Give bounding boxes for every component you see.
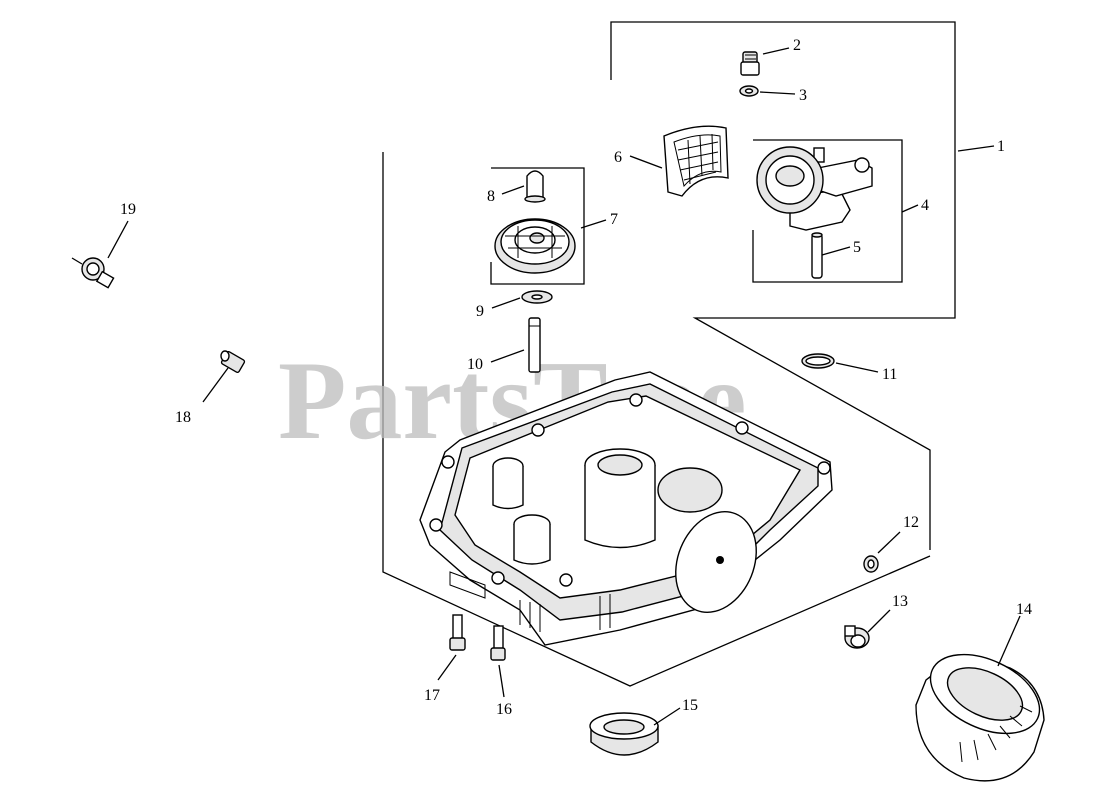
part-5-pin[interactable] <box>811 232 823 279</box>
callout-18[interactable]: 18 <box>175 409 191 426</box>
part-11-o-ring[interactable] <box>801 353 835 369</box>
part-14-oil-filter[interactable] <box>915 639 1052 782</box>
group-box-gear <box>490 167 585 285</box>
part-17-bolt[interactable] <box>449 614 466 651</box>
part-3-washer[interactable] <box>739 85 759 97</box>
oil-pan-housing[interactable] <box>419 371 833 646</box>
callout-17[interactable]: 17 <box>424 687 440 704</box>
part-13-drain-plug[interactable] <box>844 625 870 649</box>
part-15-oil-seal[interactable] <box>589 712 659 756</box>
part-10-shaft[interactable] <box>528 317 541 373</box>
callout-9[interactable]: 9 <box>476 303 484 320</box>
callout-12[interactable]: 12 <box>903 514 919 531</box>
group-box-oil-pan <box>382 152 931 687</box>
callout-14[interactable]: 14 <box>1016 601 1032 618</box>
callout-19[interactable]: 19 <box>120 201 136 218</box>
callout-15[interactable]: 15 <box>682 697 698 714</box>
part-8-cap[interactable] <box>524 170 546 203</box>
callout-10[interactable]: 10 <box>467 356 483 373</box>
callout-4[interactable]: 4 <box>921 197 929 214</box>
part-2-bolt[interactable] <box>740 51 760 76</box>
group-box-oil-pump-assembly <box>610 21 956 550</box>
part-12-plug[interactable] <box>863 555 879 573</box>
group-box-pump-body <box>752 139 903 283</box>
part-19-oil-pressure-switch[interactable] <box>71 257 115 289</box>
part-9-washer[interactable] <box>521 290 553 304</box>
part-6-oil-screen[interactable] <box>663 125 729 197</box>
callout-5[interactable]: 5 <box>853 239 861 256</box>
callout-labels: 1 2 3 4 5 6 7 8 9 10 11 12 13 14 15 16 1… <box>120 37 1032 718</box>
part-18-plug[interactable] <box>220 350 246 374</box>
callout-1[interactable]: 1 <box>997 138 1005 155</box>
callout-6[interactable]: 6 <box>614 149 622 166</box>
callout-7[interactable]: 7 <box>610 211 618 228</box>
callout-13[interactable]: 13 <box>892 593 908 610</box>
callout-16[interactable]: 16 <box>496 701 512 718</box>
part-4-oil-pump-body[interactable] <box>756 146 873 231</box>
callout-3[interactable]: 3 <box>799 87 807 104</box>
part-16-bolt[interactable] <box>490 625 506 661</box>
callout-2[interactable]: 2 <box>793 37 801 54</box>
callout-8[interactable]: 8 <box>487 188 495 205</box>
part-7-gear[interactable] <box>494 218 576 274</box>
leader-lines <box>107 47 1021 726</box>
callout-11[interactable]: 11 <box>882 366 897 383</box>
